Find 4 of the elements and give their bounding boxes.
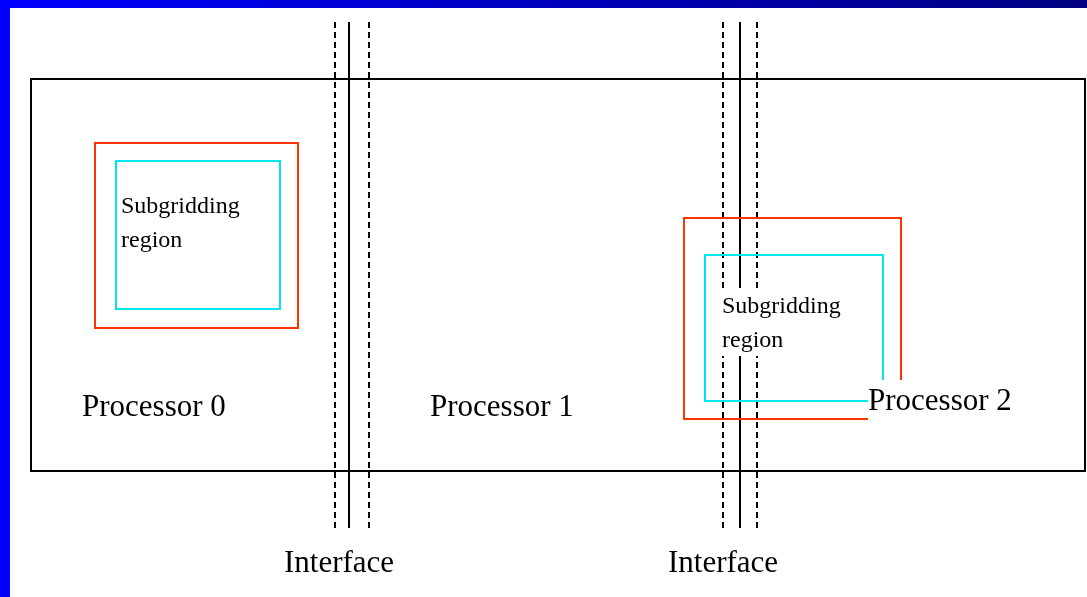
subgrid-box bbox=[115, 160, 281, 310]
buffer-box bbox=[94, 142, 299, 329]
processor-label: Processor 2 bbox=[868, 380, 1012, 420]
domain-box bbox=[30, 78, 1086, 472]
